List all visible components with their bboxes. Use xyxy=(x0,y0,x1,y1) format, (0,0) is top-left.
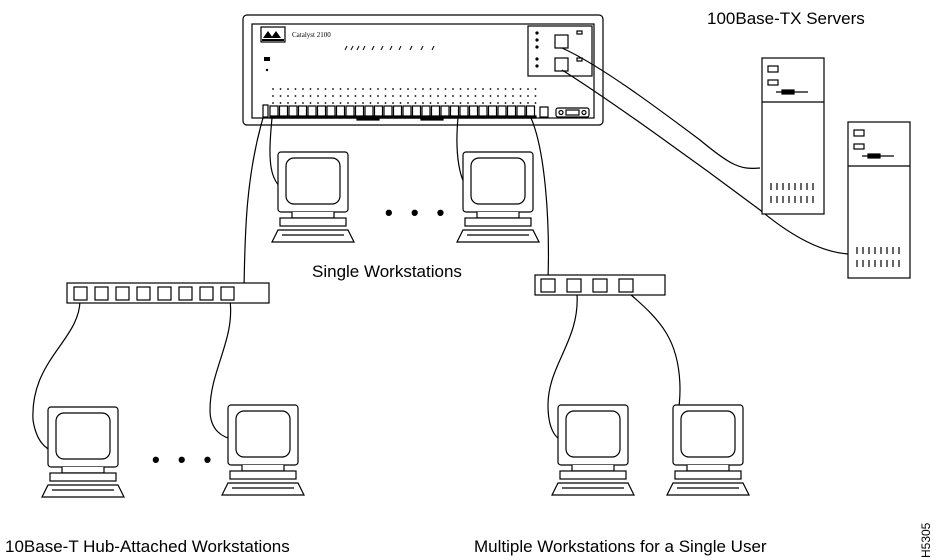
ethernet-hub-4port xyxy=(534,274,666,296)
multiple-workstations-label: Multiple Workstations for a Single User xyxy=(474,537,767,556)
workstation-icon xyxy=(666,404,750,496)
port-led-grid xyxy=(272,88,537,104)
workstation-icon xyxy=(221,404,305,496)
hub-workstations-label: 10Base-T Hub-Attached Workstations xyxy=(5,537,290,556)
switch-model-label: Catalyst 2100 xyxy=(292,31,331,39)
cisco-logo-icon xyxy=(260,26,286,43)
workstation-icon xyxy=(456,151,540,243)
workstation-icon xyxy=(41,406,125,498)
ellipsis-single: • • • xyxy=(385,200,451,225)
console-port-icon xyxy=(555,107,590,118)
server-2-icon xyxy=(847,121,911,279)
cables xyxy=(32,47,849,453)
catalyst-switch: Catalyst 2100 xyxy=(242,14,604,126)
servers-label: 100Base-TX Servers xyxy=(707,9,865,28)
workstation-icon xyxy=(271,151,355,243)
figure-id: H5305 xyxy=(919,522,933,558)
ellipsis-hub: • • • xyxy=(152,447,218,472)
workstation-icon xyxy=(551,404,635,496)
single-workstations-label: Single Workstations xyxy=(312,262,462,281)
fast-ethernet-module xyxy=(527,25,593,77)
ethernet-hub-8port xyxy=(66,282,270,304)
server-1-icon xyxy=(761,57,825,215)
status-leds xyxy=(344,45,435,51)
port-row xyxy=(269,105,537,121)
